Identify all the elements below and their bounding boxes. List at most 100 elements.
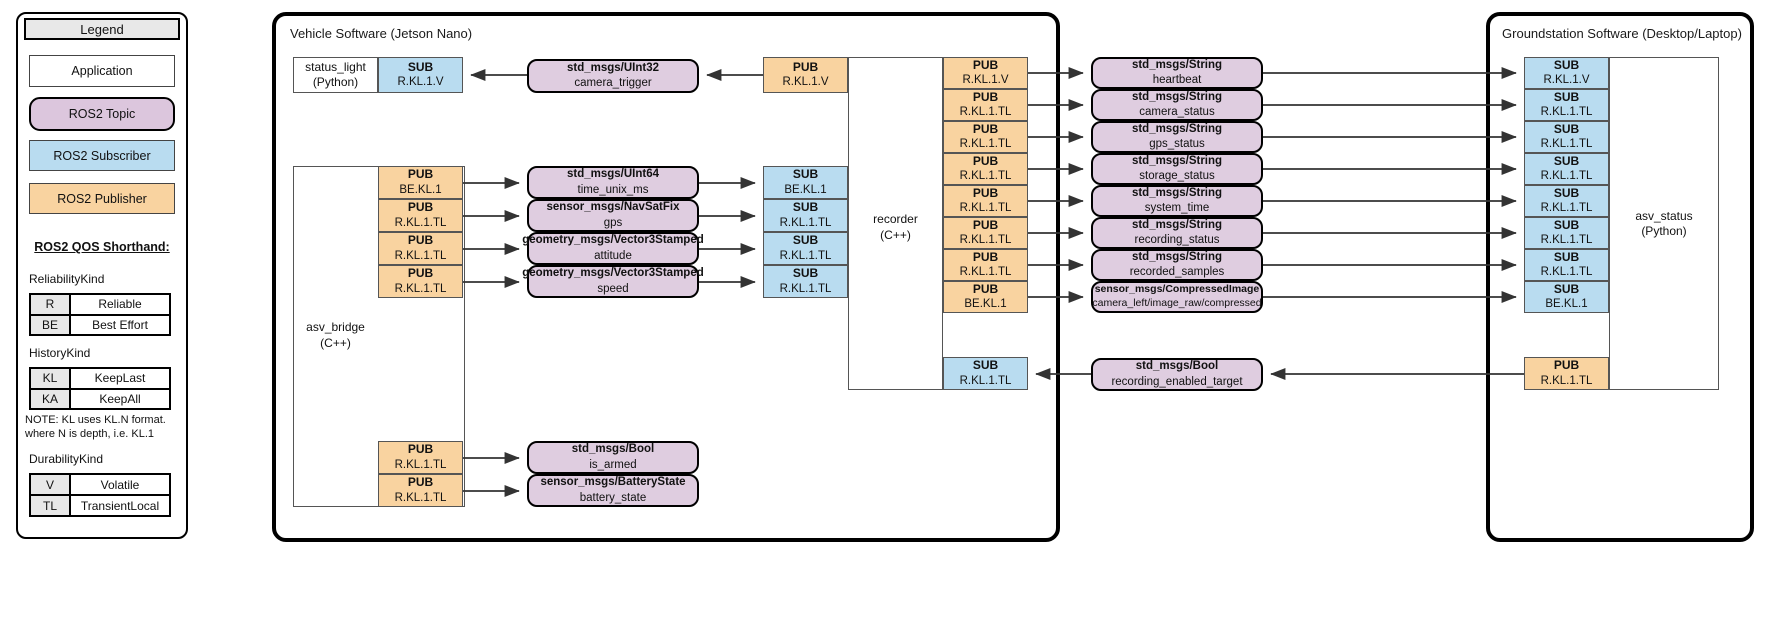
asv-status-lang: (Python) (1641, 223, 1687, 238)
port-groundstation-sub-7[interactable]: SUB BE.KL.1 (1524, 281, 1609, 313)
port-kind: PUB (972, 217, 999, 232)
table-row: KA KeepAll (31, 387, 169, 408)
groundstation-software-title-text: Groundstation Software (Desktop/Laptop) (1502, 26, 1742, 41)
node-asv-status: asv_status (Python) (1609, 57, 1719, 390)
port-kind: PUB (407, 442, 434, 457)
port-camera-trigger-pub[interactable]: PUB R.KL.1.V (763, 57, 848, 93)
topic-name: gps (603, 216, 623, 229)
port-recorder-pub-6[interactable]: PUB R.KL.1.TL (943, 249, 1028, 281)
port-recorder-pub-3[interactable]: PUB R.KL.1.TL (943, 153, 1028, 185)
topic-recorded-samples[interactable]: std_msgs/String recorded_samples (1091, 249, 1263, 281)
port-qos: BE.KL.1 (784, 183, 827, 196)
port-qos: R.KL.1.TL (959, 106, 1012, 119)
port-asv-bridge-pub-3[interactable]: PUB R.KL.1.TL (378, 265, 463, 298)
topic-name: storage_status (1139, 170, 1215, 182)
legend-topic-label: ROS2 Topic (68, 107, 136, 121)
port-groundstation-pub[interactable]: PUB R.KL.1.TL (1524, 357, 1609, 390)
port-recorder-pub-7[interactable]: PUB BE.KL.1 (943, 281, 1028, 313)
port-status-light-sub[interactable]: SUB R.KL.1.V (378, 57, 463, 93)
port-recorder-pub-5[interactable]: PUB R.KL.1.TL (943, 217, 1028, 249)
topic-recording-enabled-target[interactable]: std_msgs/Bool recording_enabled_target (1091, 358, 1263, 391)
topic-heartbeat[interactable]: std_msgs/String heartbeat (1091, 57, 1263, 89)
port-qos: R.KL.1.TL (394, 249, 447, 262)
reliability-code-1: BE (31, 315, 71, 334)
topic-gps-status[interactable]: std_msgs/String gps_status (1091, 121, 1263, 153)
port-recorder-pub-0[interactable]: PUB R.KL.1.V (943, 57, 1028, 89)
port-qos: R.KL.1.TL (1540, 234, 1593, 247)
port-asv-bridge-pub-2[interactable]: PUB R.KL.1.TL (378, 232, 463, 265)
port-kind: PUB (792, 59, 819, 74)
legend-item-subscriber: ROS2 Subscriber (29, 140, 175, 171)
port-asv-bridge-pub-1[interactable]: PUB R.KL.1.TL (378, 199, 463, 232)
port-recorder-pub-1[interactable]: PUB R.KL.1.TL (943, 89, 1028, 121)
history-code-0: KL (31, 369, 71, 388)
port-groundstation-sub-0[interactable]: SUB R.KL.1.V (1524, 57, 1609, 89)
port-kind: SUB (1553, 89, 1580, 104)
port-groundstation-sub-2[interactable]: SUB R.KL.1.TL (1524, 121, 1609, 153)
port-groundstation-sub-4[interactable]: SUB R.KL.1.TL (1524, 185, 1609, 217)
reliability-kind-text: ReliabilityKind (29, 272, 105, 286)
port-qos: R.KL.1.TL (779, 249, 832, 262)
topic-type: std_msgs/String (1131, 218, 1223, 231)
topic-camera-status[interactable]: std_msgs/String camera_status (1091, 89, 1263, 121)
keeplast-note: NOTE: KL uses KL.N format. where N is de… (25, 414, 181, 442)
topic-system-time[interactable]: std_msgs/String system_time (1091, 185, 1263, 217)
port-asv-bridge-bottom-pub-1[interactable]: PUB R.KL.1.TL (378, 474, 463, 507)
topic-name: camera_trigger (574, 77, 652, 89)
durability-code-1: TL (31, 496, 71, 515)
legend-publisher-label: ROS2 Publisher (57, 191, 147, 206)
port-kind: SUB (1553, 121, 1580, 136)
port-recorder-pub-4[interactable]: PUB R.KL.1.TL (943, 185, 1028, 217)
port-kind: PUB (1553, 358, 1580, 373)
port-kind: SUB (1553, 217, 1580, 232)
port-kind: PUB (407, 233, 434, 248)
topic-name: gps_status (1149, 138, 1205, 150)
port-recorder-sub-0[interactable]: SUB BE.KL.1 (763, 166, 848, 199)
port-recorder-sub-2[interactable]: SUB R.KL.1.TL (763, 232, 848, 265)
port-qos: R.KL.1.TL (1540, 374, 1593, 387)
topic-storage-status[interactable]: std_msgs/String storage_status (1091, 153, 1263, 185)
reliability-name-0: Reliable (71, 295, 169, 314)
port-asv-bridge-bottom-pub-0[interactable]: PUB R.KL.1.TL (378, 441, 463, 474)
port-groundstation-sub-5[interactable]: SUB R.KL.1.TL (1524, 217, 1609, 249)
durability-table: V Volatile TL TransientLocal (29, 473, 171, 517)
port-groundstation-sub-1[interactable]: SUB R.KL.1.TL (1524, 89, 1609, 121)
history-kind-text: HistoryKind (29, 346, 91, 360)
port-qos: R.KL.1.TL (394, 216, 447, 229)
keeplast-note-text: NOTE: KL uses KL.N format. where N is de… (25, 414, 166, 440)
reliability-code-0: R (31, 295, 71, 314)
reliability-kind-label: ReliabilityKind (29, 272, 104, 286)
port-asv-bridge-pub-0[interactable]: PUB BE.KL.1 (378, 166, 463, 199)
port-groundstation-sub-3[interactable]: SUB R.KL.1.TL (1524, 153, 1609, 185)
topic-type: std_msgs/UInt64 (566, 168, 660, 181)
topic-battery-state[interactable]: sensor_msgs/BatteryState battery_state (527, 474, 699, 507)
port-recorder-sub-1[interactable]: SUB R.KL.1.TL (763, 199, 848, 232)
topic-type: std_msgs/UInt32 (566, 61, 660, 74)
topic-camera-trigger[interactable]: std_msgs/UInt32 camera_trigger (527, 59, 699, 93)
topic-speed[interactable]: geometry_msgs/Vector3Stamped speed (522, 265, 704, 298)
topic-type: std_msgs/Bool (571, 443, 655, 456)
port-kind: PUB (972, 153, 999, 168)
topic-recording-status[interactable]: std_msgs/String recording_status (1091, 217, 1263, 249)
topic-gps[interactable]: sensor_msgs/NavSatFix gps (527, 199, 699, 232)
topic-camera-compressed-image[interactable]: sensor_msgs/CompressedImage camera_left/… (1091, 281, 1263, 313)
topic-name: time_unix_ms (577, 183, 649, 196)
topic-name: camera_left/image_raw/compressed (1092, 297, 1262, 309)
topic-type: std_msgs/String (1131, 186, 1223, 199)
topic-attitude[interactable]: geometry_msgs/Vector3Stamped attitude (522, 232, 704, 265)
port-recorder-sub-3[interactable]: SUB R.KL.1.TL (763, 265, 848, 298)
port-qos: R.KL.1.TL (779, 282, 832, 295)
port-recorder-cmd-sub[interactable]: SUB R.KL.1.TL (943, 357, 1028, 390)
topic-is-armed[interactable]: std_msgs/Bool is_armed (527, 441, 699, 474)
legend-item-publisher: ROS2 Publisher (29, 183, 175, 214)
port-qos: R.KL.1.TL (394, 491, 447, 504)
port-groundstation-sub-6[interactable]: SUB R.KL.1.TL (1524, 249, 1609, 281)
port-recorder-pub-2[interactable]: PUB R.KL.1.TL (943, 121, 1028, 153)
durability-name-1: TransientLocal (71, 496, 169, 515)
port-qos: R.KL.1.TL (959, 234, 1012, 247)
topic-time-unix-ms[interactable]: std_msgs/UInt64 time_unix_ms (527, 166, 699, 199)
port-kind: SUB (407, 59, 434, 74)
port-qos: R.KL.1.TL (1540, 202, 1593, 215)
port-kind: PUB (407, 200, 434, 215)
durability-name-0: Volatile (71, 475, 169, 494)
